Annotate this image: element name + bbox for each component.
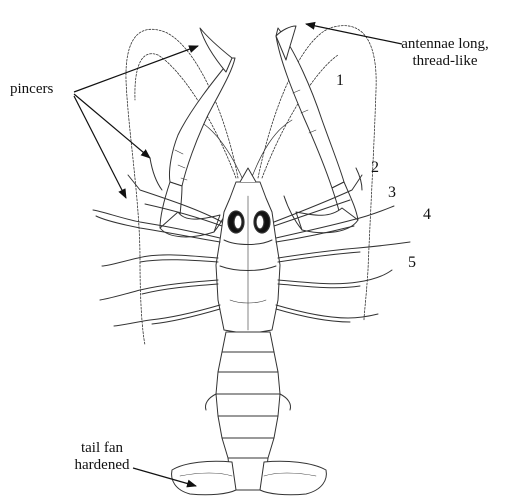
antennae-label-line-1: antennae long, <box>372 36 518 53</box>
pincers-label: pincers <box>10 81 53 98</box>
antennae-label-line-2: thread-like <box>372 53 518 70</box>
antennae-label: antennae long, thread-like <box>372 36 518 70</box>
tail-fan-label-line-2: hardened <box>60 457 144 474</box>
tail-fan <box>172 458 327 495</box>
leg-number-1: 1 <box>336 72 344 89</box>
leg-number-5: 5 <box>408 254 416 271</box>
right-claw <box>276 26 362 233</box>
tail-fan-label-line-1: tail fan <box>60 440 144 457</box>
legs-left <box>93 175 222 326</box>
abdomen <box>205 332 290 458</box>
leg-number-4: 4 <box>423 206 431 223</box>
pincers-arrow-2 <box>74 94 150 158</box>
leg-number-2: 2 <box>371 159 379 176</box>
tail-fan-label: tail fan hardened <box>60 440 144 474</box>
pincers-arrow-3 <box>74 96 126 198</box>
carapace <box>216 168 280 334</box>
pincers-arrow-1 <box>74 46 198 92</box>
leg-number-3: 3 <box>388 184 396 201</box>
